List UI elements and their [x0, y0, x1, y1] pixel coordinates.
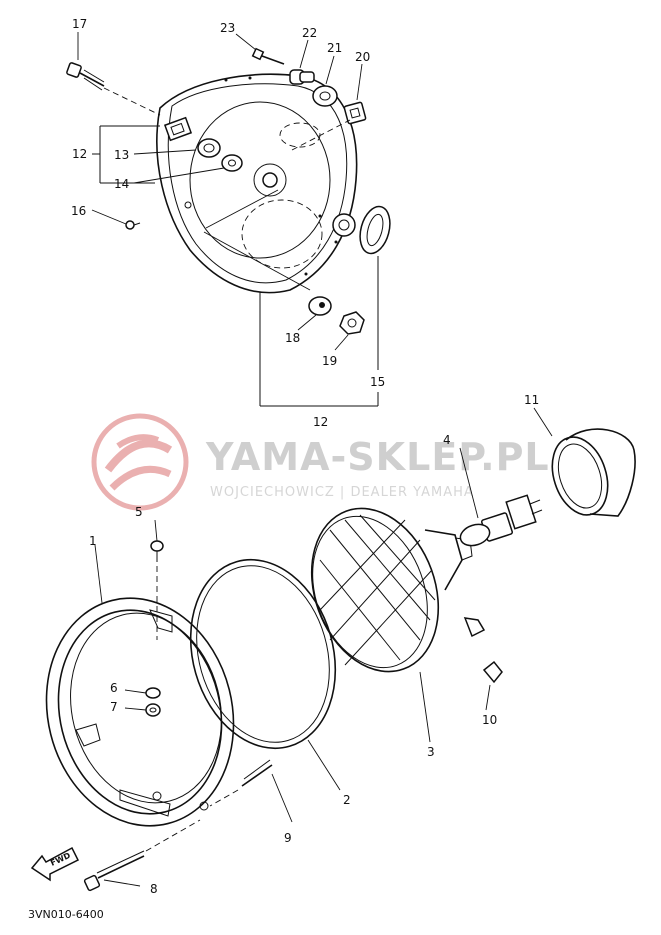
headlight-case — [156, 73, 358, 294]
bulb-cover — [551, 428, 636, 517]
callout-11: 11 — [524, 393, 539, 407]
headlight-bulb — [459, 494, 543, 547]
screw-16 — [125, 220, 141, 230]
lens-unit — [310, 507, 486, 673]
callout-7: 7 — [110, 700, 118, 714]
callout-17: 17 — [72, 17, 87, 31]
grommet-13 — [197, 138, 221, 158]
callout-6: 6 — [110, 681, 118, 695]
nut-20 — [343, 101, 367, 125]
callout-18: 18 — [285, 331, 300, 345]
callout-3: 3 — [427, 745, 435, 759]
gasket-ring — [189, 558, 337, 750]
watermark-logo — [91, 413, 189, 511]
callout-14: 14 — [114, 177, 129, 191]
watermark: YAMA-SKLEP.PL WOJCIECHOWICZ | DEALER YAM… — [91, 413, 550, 511]
clip-10 — [482, 660, 503, 684]
bolt-8 — [83, 819, 201, 892]
nut-6 — [145, 687, 161, 699]
screw-5 — [150, 540, 164, 640]
screw-9 — [209, 759, 273, 807]
grommet-15 — [359, 205, 391, 255]
washer-18 — [308, 296, 332, 316]
nut-19 — [339, 311, 365, 335]
bracket-12-left — [92, 125, 160, 184]
washer-7 — [145, 703, 161, 717]
fwd-arrow: FWD — [30, 846, 80, 882]
callout-4: 4 — [443, 433, 451, 447]
headlight-rim — [45, 597, 235, 827]
callout-8: 8 — [150, 882, 158, 896]
watermark-title: YAMA-SKLEP.PL — [205, 435, 550, 479]
callout-5: 5 — [135, 505, 143, 519]
bracket-12-bottom — [259, 256, 379, 407]
callout-22: 22 — [302, 26, 317, 40]
callout-23: 23 — [220, 21, 235, 35]
callout-20: 20 — [355, 50, 370, 64]
callout-12-left: 12 — [72, 147, 87, 161]
callout-16: 16 — [71, 204, 86, 218]
part-code: 3VN010-6400 — [28, 908, 104, 921]
leader-case-20 — [291, 119, 351, 151]
callout-13: 13 — [114, 148, 129, 162]
callout-19: 19 — [322, 354, 337, 368]
callout-10: 10 — [482, 713, 497, 727]
bolt-17 — [66, 62, 161, 116]
collar-14 — [221, 154, 243, 172]
callout-9: 9 — [284, 831, 292, 845]
callout-15: 15 — [370, 375, 385, 389]
callout-numbers: 17 23 22 21 20 12 13 14 16 18 19 15 12 1… — [71, 17, 539, 896]
bolt-23 — [251, 47, 285, 65]
callout-21: 21 — [327, 41, 342, 55]
callout-12-bottom: 12 — [313, 415, 328, 429]
callout-1: 1 — [89, 534, 97, 548]
collar-22 — [289, 69, 315, 85]
damper-21 — [312, 85, 338, 107]
leader-lines — [77, 32, 553, 887]
watermark-subtitle: WOJCIECHOWICZ | DEALER YAMAHA — [210, 485, 474, 500]
callout-2: 2 — [343, 793, 351, 807]
